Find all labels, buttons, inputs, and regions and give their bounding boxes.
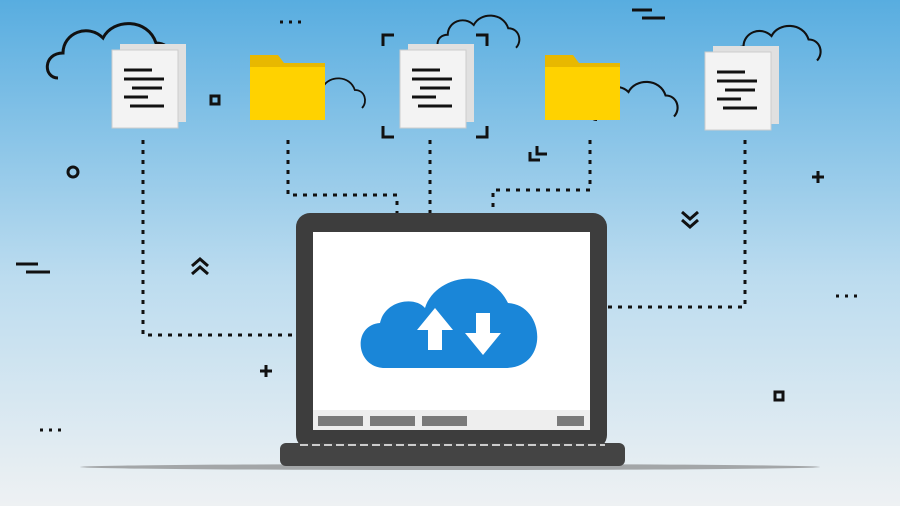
- folder-icon: [250, 55, 325, 120]
- taskbar: [318, 416, 584, 426]
- folder-icon: [545, 55, 620, 120]
- upload-arrow-icon: [417, 308, 453, 350]
- download-arrow-icon: [465, 313, 501, 355]
- focus-brackets: [381, 33, 489, 139]
- cloud-upload-download-icon: [360, 278, 538, 368]
- document-icon: [703, 44, 781, 132]
- document-icon: [110, 42, 188, 130]
- document-icon: [398, 42, 476, 130]
